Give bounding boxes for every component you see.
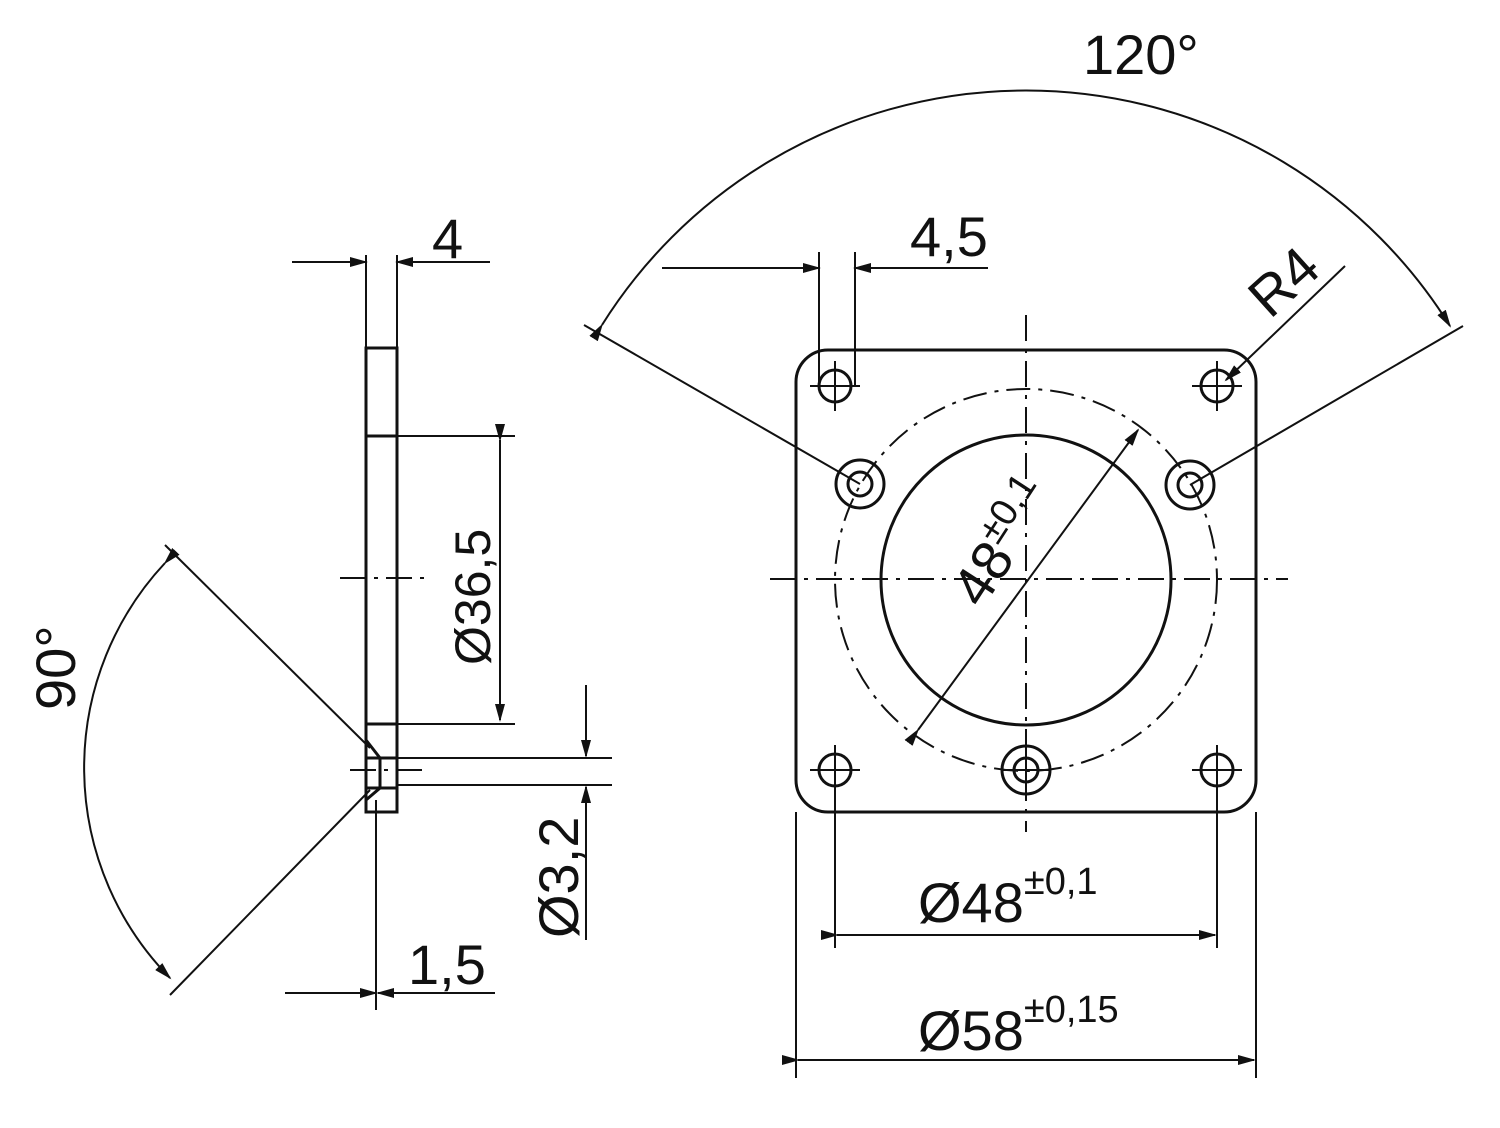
lower-section-hatch <box>364 722 399 760</box>
outer-diameter-tolerance: ±0,15 <box>1024 989 1119 1031</box>
corner-hole-top-right <box>1192 361 1242 411</box>
countersink-angle-label: 90° <box>24 625 87 710</box>
lower-section-hatch-2 <box>364 786 399 814</box>
pitch-hole-bottom <box>1000 744 1052 796</box>
pitch-hole-left <box>834 458 886 510</box>
upper-section-hatch <box>364 346 399 438</box>
dim-hole-label: Ø3,2 <box>527 817 590 938</box>
dim-countersink-depth-label: 1,5 <box>408 933 486 996</box>
plate-section <box>364 346 399 814</box>
pitch-hole-right <box>1164 459 1216 511</box>
pitch-diameter-label: 48±0,1 <box>936 466 1066 617</box>
outer-diameter-label: Ø58±0,15 <box>918 989 1119 1062</box>
dim-thickness-label: 4 <box>432 207 463 270</box>
countersink-angle-arc <box>83 547 180 980</box>
dim-bore-label: Ø36,5 <box>445 529 501 665</box>
pitch-angle-arc <box>589 89 1452 342</box>
corner-hole-top-left <box>810 361 860 411</box>
dim-hole-spacing-label: 4,5 <box>910 205 988 268</box>
pitch-diameter-main: 48 <box>939 530 1026 617</box>
bolt-circle-main: Ø48 <box>918 871 1024 934</box>
front-view: 4,5 R4 120° 48±0,1 Ø48±0,1 Ø58±0,15 <box>583 23 1464 1078</box>
dim-line-pitch-diameter <box>904 428 1140 746</box>
side-view: 4 Ø36,5 Ø3,2 1,5 90° <box>24 207 612 1010</box>
corner-radius-label: R4 <box>1236 234 1331 329</box>
bolt-circle-tolerance: ±0,1 <box>1024 861 1098 903</box>
pitch-angle-label: 120° <box>1083 23 1199 86</box>
outer-diameter-main: Ø58 <box>918 999 1024 1062</box>
bolt-circle-label: Ø48±0,1 <box>918 861 1098 934</box>
countersink-profile <box>364 739 382 802</box>
